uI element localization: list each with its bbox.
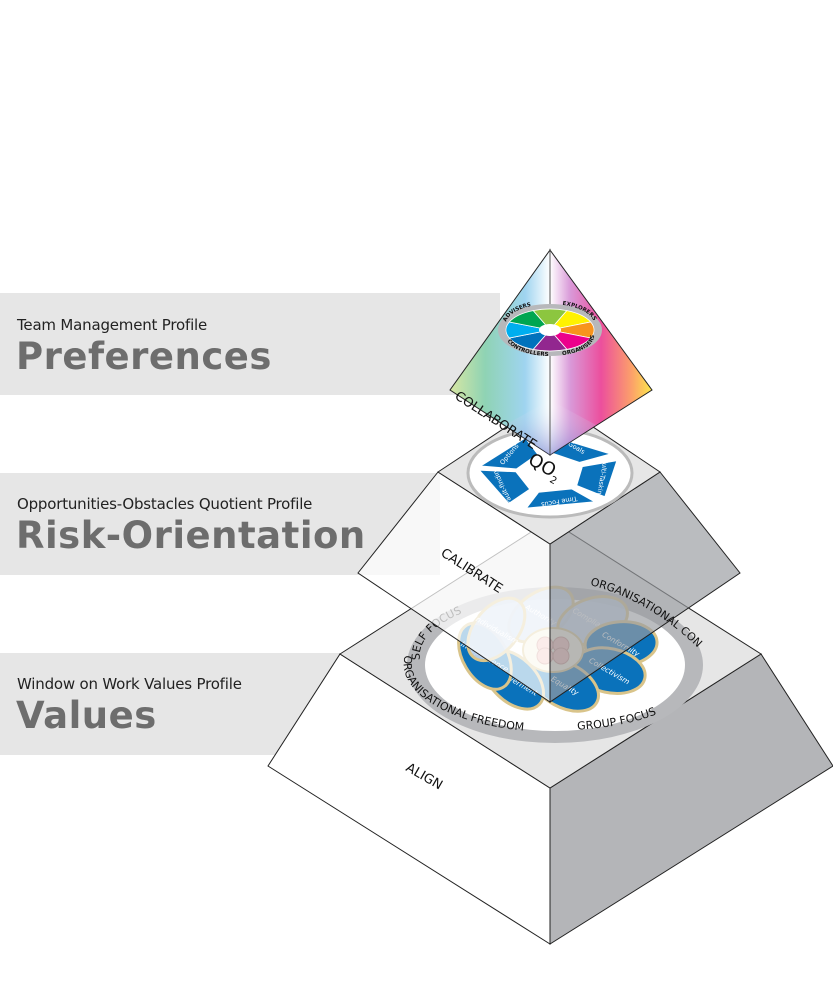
top-pyramid: EXPLORERS ORGANISERS CONTROLLERS ADVISER… <box>449 248 653 456</box>
band-subtitle: Team Management Profile <box>17 316 208 334</box>
tmp-wheel-sector <box>508 310 552 331</box>
band-risk-orientation: Opportunities-Obstacles Quotient Profile… <box>0 473 440 575</box>
band-subtitle: Window on Work Values Profile <box>17 675 242 693</box>
band-title: Values <box>16 694 157 737</box>
band-title: Risk-Orientation <box>16 514 366 557</box>
band-preferences: Team Management Profile Preferences <box>0 293 500 395</box>
band-subtitle: Opportunities-Obstacles Quotient Profile <box>17 495 313 513</box>
tmp-wheel <box>505 308 595 352</box>
band-values: Window on Work Values Profile Values <box>0 653 340 755</box>
qo2-segment-time-focus: Time Focus <box>523 487 600 510</box>
tmp-wheel-center <box>539 324 561 336</box>
band-title: Preferences <box>16 335 272 378</box>
qo2-segment-multi-tasking: Multi-Tasking <box>574 457 620 499</box>
